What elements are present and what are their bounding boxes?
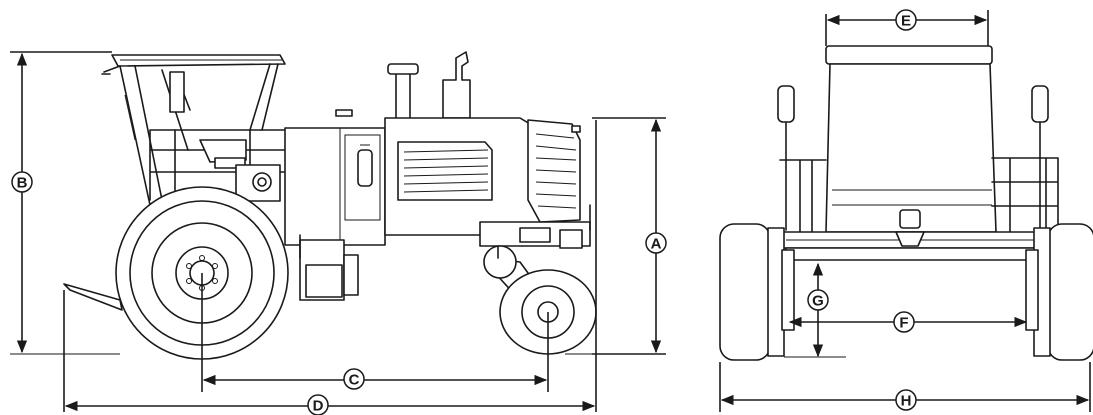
cab-light [169, 71, 185, 113]
center-light [899, 209, 921, 229]
callout-b-label: B [17, 175, 28, 192]
right-ladder [991, 157, 1059, 233]
hood-grille [397, 141, 493, 201]
fire-extinguisher [357, 149, 373, 187]
callout-d-label: D [313, 398, 324, 415]
callout-c-label: C [349, 372, 360, 389]
front-cab [825, 63, 997, 233]
callout-f: F [893, 311, 915, 333]
front-cab-roof [825, 45, 993, 65]
drawbar [63, 283, 123, 311]
left-side-frame [779, 159, 827, 233]
right-mirror [1031, 85, 1049, 123]
callout-a-label: A [651, 236, 662, 253]
callout-a: A [645, 232, 667, 254]
callout-g-label: G [812, 293, 824, 310]
callout-h: H [895, 389, 917, 411]
callout-e-label: E [901, 13, 911, 30]
callout-f-label: F [899, 315, 908, 332]
callout-e: E [895, 9, 917, 31]
callout-h-label: H [901, 393, 912, 410]
callout-g: G [807, 289, 829, 311]
front-view [719, 10, 1093, 412]
air-intake [395, 71, 411, 121]
right-drive-wheel [1033, 223, 1093, 361]
left-mirror [777, 85, 795, 123]
main-frame [284, 127, 386, 246]
callout-d: D [307, 394, 329, 415]
operator-seat [199, 139, 247, 163]
left-drive-wheel [719, 223, 785, 361]
cab-front-pillar [249, 63, 279, 131]
callout-c: C [343, 368, 365, 390]
exhaust-stack [442, 51, 471, 119]
cab-rear-pillar [119, 65, 163, 206]
side-view [10, 51, 666, 412]
callout-b: B [11, 171, 33, 193]
